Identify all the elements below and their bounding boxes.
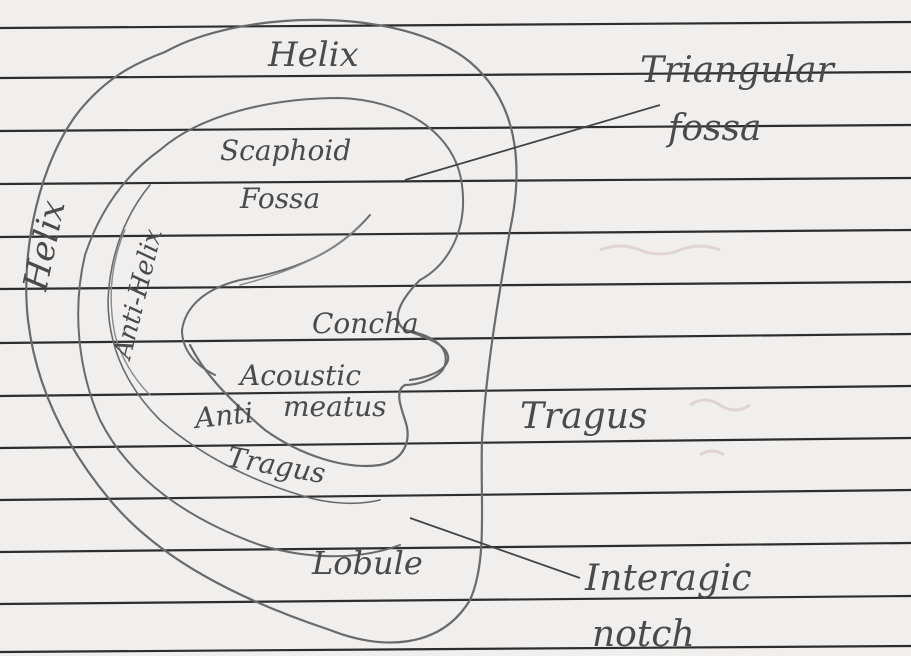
faint-backside-marks [599, 244, 751, 457]
antihelix-ridge [107, 184, 381, 505]
antihelix-inner-ridge [110, 229, 151, 396]
ruled-line [0, 70, 911, 80]
faint-mark [599, 244, 721, 256]
triangular-fossa-crus-inner [239, 224, 361, 286]
ruled-line [0, 176, 911, 186]
label-lobule: Lobule [311, 544, 423, 582]
ruled-lines [0, 20, 911, 654]
ruled-line [0, 644, 911, 654]
label-scaphoid-fossa-1: Scaphoid [220, 134, 351, 167]
label-acoustic-meatus-2: meatus [283, 390, 386, 423]
label-tragus: Tragus [520, 396, 647, 437]
ear-outline [25, 18, 518, 644]
ruled-line [0, 436, 911, 450]
label-triangular-fossa-2: fossa [665, 108, 761, 149]
ruled-line [0, 20, 911, 30]
ruled-line [0, 488, 911, 502]
faint-mark [689, 398, 751, 412]
tragus-edge [403, 328, 450, 382]
label-anti-tragus-2: Tragus [225, 440, 328, 490]
label-anti-tragus-1: Anti [190, 396, 255, 435]
label-scaphoid-fossa-2: Fossa [239, 182, 320, 215]
label-acoustic-meatus-1: Acoustic [237, 359, 361, 392]
triangular-fossa-crus [180, 214, 371, 376]
label-helix-top: Helix [267, 35, 359, 75]
ruled-line [0, 332, 911, 345]
ruled-line [0, 541, 911, 554]
ruled-line [0, 228, 911, 239]
helix-outer-rim [25, 18, 518, 644]
triangular-fossa-pointer [404, 104, 661, 181]
ruled-line [0, 594, 911, 606]
label-concha: Concha [312, 307, 419, 340]
pointer-lines [404, 104, 661, 579]
helix-inner-rim [159, 96, 465, 281]
ruled-line [0, 384, 911, 398]
label-intertragic-notch-2: notch [592, 614, 695, 655]
antihelix-outer-edge [77, 149, 401, 558]
ruled-line [0, 123, 911, 133]
intertragic-notch-pointer [409, 517, 581, 579]
label-intertragic-notch-1: Interagic [584, 558, 752, 599]
ruled-line [0, 280, 911, 291]
label-triangular-fossa-1: Triangular [640, 50, 836, 91]
faint-mark [699, 449, 725, 457]
concha-outline [188, 278, 450, 467]
label-helix-left: Helix [15, 197, 73, 295]
